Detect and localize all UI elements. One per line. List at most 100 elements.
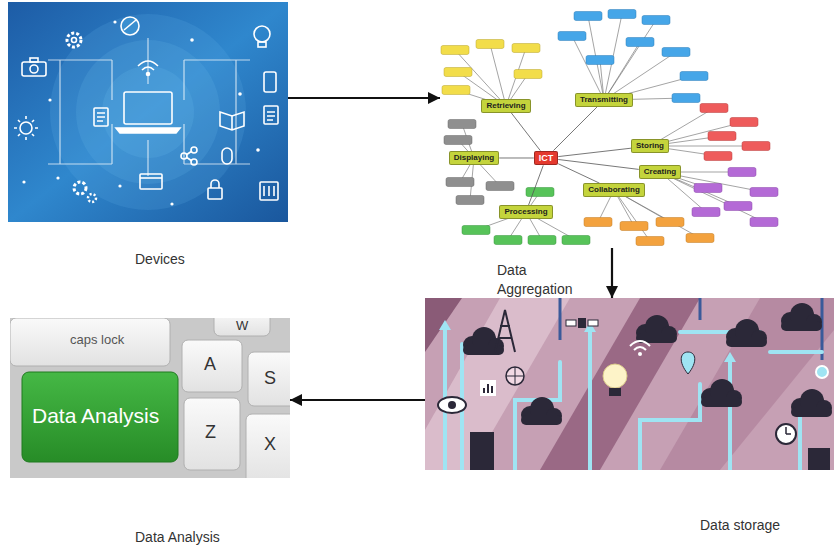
mindmap-spoke	[558, 148, 631, 156]
devices-panel: Devices	[8, 2, 288, 222]
mindmap-term: Displaying	[454, 153, 494, 163]
transmitting-leaves-part	[662, 48, 690, 57]
clouds-part	[521, 397, 562, 425]
storage-illustration-part	[588, 320, 598, 326]
creating-leaves-part	[750, 218, 778, 227]
mindmap-hub: Creating	[639, 165, 681, 179]
location-pin	[681, 352, 695, 374]
green-key	[22, 372, 178, 462]
collaborating-leaves	[584, 218, 714, 246]
sparkles-part	[56, 176, 59, 179]
device-icons-part	[222, 148, 232, 164]
server-box	[470, 432, 494, 470]
device-icons-part	[97, 113, 105, 121]
chart-icon	[480, 380, 496, 396]
device-icons-part	[121, 17, 139, 35]
mindmap-hub: Storing	[631, 139, 669, 153]
key-label: Data Analysis	[32, 404, 159, 428]
device-icons-part	[22, 62, 46, 76]
transmitting-leaves-part	[680, 72, 708, 81]
sparkles-part	[256, 148, 260, 152]
mindmap-spoke	[499, 157, 534, 158]
storing-leaves-part	[742, 142, 770, 151]
clouds	[463, 303, 832, 425]
devices-background	[8, 2, 288, 222]
device-icons-part	[14, 116, 38, 140]
storage-illustration-part	[448, 401, 456, 409]
retrieving-leaves	[441, 40, 542, 95]
processing-leaves-part	[526, 188, 554, 197]
storing-leaves-part	[704, 152, 732, 161]
retrieving-leaves-part	[512, 44, 540, 53]
keyboard-keys-part	[184, 398, 240, 470]
collaborating-leaves-part	[686, 234, 714, 243]
sparkles	[22, 20, 259, 205]
device-icons-part	[267, 112, 275, 120]
displaying-leaves-part	[446, 178, 474, 187]
device-icons-part	[211, 180, 219, 188]
device-icons-part	[186, 151, 192, 161]
storage-illustration-part	[609, 388, 621, 396]
eye-icon	[438, 397, 466, 413]
panel-caption: Data Aggregation	[497, 261, 589, 299]
clouds-part	[781, 303, 822, 331]
antenna-tower	[495, 310, 515, 352]
creating-leaves-part	[694, 184, 722, 193]
device-icons-part	[220, 112, 244, 130]
displaying-leaves-part	[456, 196, 484, 205]
displaying-leaves-part	[444, 136, 472, 145]
device-icons-part	[191, 147, 197, 153]
sparkles-part	[48, 98, 51, 101]
device-icons-part	[72, 38, 77, 43]
collaborating-leaves-part	[636, 237, 664, 246]
creating-leaves-part	[724, 202, 752, 211]
storage-illustration-part	[484, 384, 492, 393]
processing-leaves-part	[528, 236, 556, 245]
mindmap-hub: Retrieving	[481, 99, 530, 113]
transmitting-leaves-part	[558, 32, 586, 41]
ict-core: ICT	[534, 151, 559, 166]
keyboard-keys-part	[214, 318, 270, 336]
keyboard-keys-part	[10, 318, 170, 366]
sparkles-part	[238, 92, 242, 96]
retrieving-leaves-part	[441, 46, 469, 55]
mindmap-hub: Processing	[499, 205, 552, 219]
storing-leaves-part	[708, 132, 736, 141]
device-icons-part	[254, 26, 270, 42]
transmitting-leaves-part	[574, 12, 602, 21]
mindmap-spoke	[558, 164, 599, 183]
sparkles-part	[118, 184, 121, 187]
transmitting-leaves-part	[608, 10, 636, 19]
sparkles-part	[22, 180, 25, 183]
storage-illustration-part	[660, 298, 834, 470]
mindmap-term: Retrieving	[486, 101, 525, 111]
aggregation-panel: ICT Retrieving TransmittingStoringCreating…	[440, 0, 800, 248]
panel-caption: Data Analysis	[135, 528, 220, 547]
creating-leaves-part	[692, 208, 720, 217]
retrieving-leaves-part	[476, 40, 504, 49]
clouds-part	[636, 315, 677, 343]
transmitting-leaves-part	[626, 38, 654, 47]
device-icons-part	[116, 128, 180, 133]
keyboard-keys	[10, 318, 290, 478]
device-icons-part	[264, 72, 276, 92]
wifi-icon	[630, 341, 650, 350]
mindmap-branches	[455, 14, 764, 241]
transmitting-leaves-part	[642, 16, 670, 25]
storing-leaves-part	[700, 104, 728, 113]
keyboard-keys-part	[182, 340, 242, 392]
clouds-part	[701, 379, 742, 407]
displaying-leaves-part	[448, 120, 476, 129]
storage-illustration-part	[439, 320, 451, 330]
mindmap-hub: Transmitting	[575, 93, 633, 107]
retrieving-leaves-part	[442, 86, 470, 95]
device-icons-part	[124, 92, 172, 124]
analysis-panel: Data Analysis	[10, 318, 290, 478]
device-icons-part	[30, 65, 38, 73]
mindmap-spoke	[558, 159, 639, 169]
device-icons-part	[138, 61, 158, 70]
collaborating-leaves-part	[584, 218, 612, 227]
clock-icon	[776, 424, 796, 444]
transmitting-leaves	[558, 10, 708, 103]
